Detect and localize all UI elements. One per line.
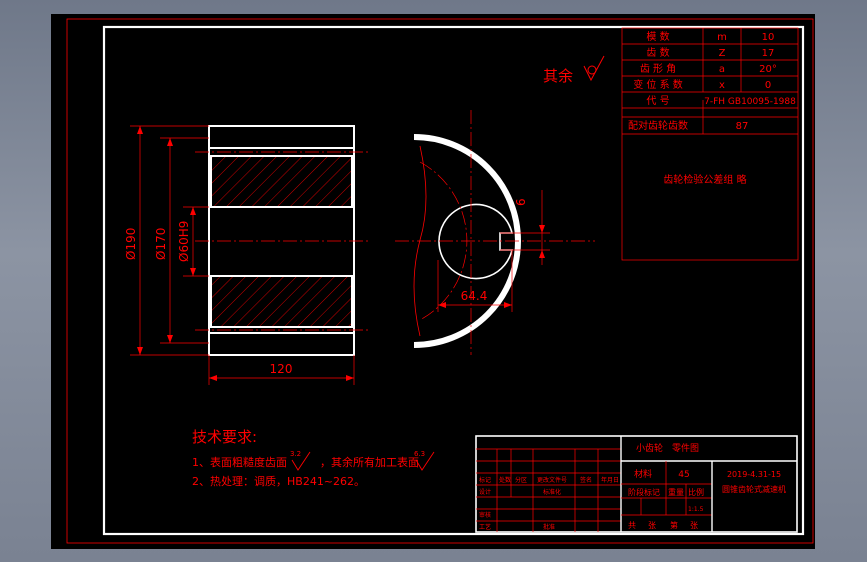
requirement-line-1a: 1、表面粗糙度齿面	[192, 455, 287, 469]
inner-frame	[102, 25, 805, 536]
param-symbol-2: a	[719, 64, 725, 75]
dim-bore: 64.4	[461, 289, 488, 303]
param-value-0: 10	[762, 32, 775, 43]
sheet-unit: 张	[690, 521, 698, 530]
dim-d170: Ø170	[154, 228, 168, 260]
part-name: 小齿轮	[636, 442, 663, 454]
material-value: 45	[678, 470, 689, 480]
roughness-mark-2-icon	[415, 451, 435, 471]
reviewer-label: 审核	[479, 511, 491, 519]
param-value-5: 87	[736, 121, 749, 132]
front-dimensions	[130, 125, 355, 385]
requirement-line-2: 2、热处理：调质，HB241~262。	[192, 475, 365, 488]
section-view	[195, 125, 368, 356]
drawing-subject: 圆锥齿轮式减速机	[722, 484, 786, 494]
param-symbol-3: x	[719, 80, 725, 91]
surface-label: 其余	[543, 67, 573, 85]
sheet-no: 第	[670, 520, 678, 530]
rev-count: 处数	[499, 476, 511, 484]
param-value-2: 20°	[759, 64, 777, 75]
roughness-value-2: 6.3	[414, 450, 425, 458]
weight-label: 重量	[668, 487, 684, 497]
rev-date: 年月日	[601, 476, 619, 484]
scale-value: 1:1.5	[688, 506, 704, 513]
roughness-symbol-icon	[583, 55, 605, 82]
title-block	[475, 435, 798, 533]
outer-frame	[66, 18, 814, 544]
dim-key: 6	[514, 198, 528, 206]
param-symbol-1: Z	[719, 48, 726, 59]
process-label: 工艺	[479, 523, 491, 531]
stage-label: 阶段标记	[628, 487, 660, 497]
param-value-3: 0	[765, 80, 771, 91]
roughness-mark-1-icon	[291, 451, 311, 471]
param-name-0: 模 数	[646, 30, 669, 43]
date-code: 2019-4.31-15	[727, 470, 781, 479]
drawing-background	[51, 14, 815, 549]
parameter-table	[621, 27, 799, 261]
drawing-type: 零件图	[672, 442, 699, 454]
sheet-label: 张	[648, 521, 656, 530]
scale-label: 比例	[688, 487, 704, 497]
rev-mark: 标记	[479, 476, 491, 484]
param-symbol-0: m	[717, 32, 727, 43]
param-name-2: 齿 形 角	[640, 63, 676, 75]
approve-label: 批准	[543, 523, 555, 531]
sheet-total: 共	[628, 521, 636, 530]
param-name-5: 配对齿轮齿数	[628, 119, 688, 132]
param-value-4: 7-FH GB10095-1988	[704, 97, 796, 107]
inspection-note: 齿轮检验公差组 略	[663, 173, 746, 186]
dim-width: 120	[270, 362, 293, 376]
rev-sign: 签名	[580, 476, 592, 484]
material-label: 材料	[634, 468, 652, 480]
side-view: 64.4 6	[395, 110, 595, 355]
rev-doc: 更改文件号	[537, 476, 567, 484]
param-value-1: 17	[762, 48, 775, 59]
designer-label: 设计	[479, 488, 491, 496]
requirement-line-1b: ，其余所有加工表面	[320, 455, 419, 469]
roughness-value-1: 3.2	[290, 450, 301, 458]
dim-d60h9: Ø60H9	[177, 221, 191, 262]
param-name-3: 变 位 系 数	[633, 78, 683, 91]
param-name-1: 齿 数	[646, 46, 669, 59]
requirements-title: 技术要求:	[192, 428, 257, 446]
dim-d190: Ø190	[124, 228, 138, 260]
standard-label: 标准化	[543, 488, 561, 496]
rev-zone: 分区	[515, 476, 527, 484]
param-name-4: 代 号	[646, 95, 669, 107]
